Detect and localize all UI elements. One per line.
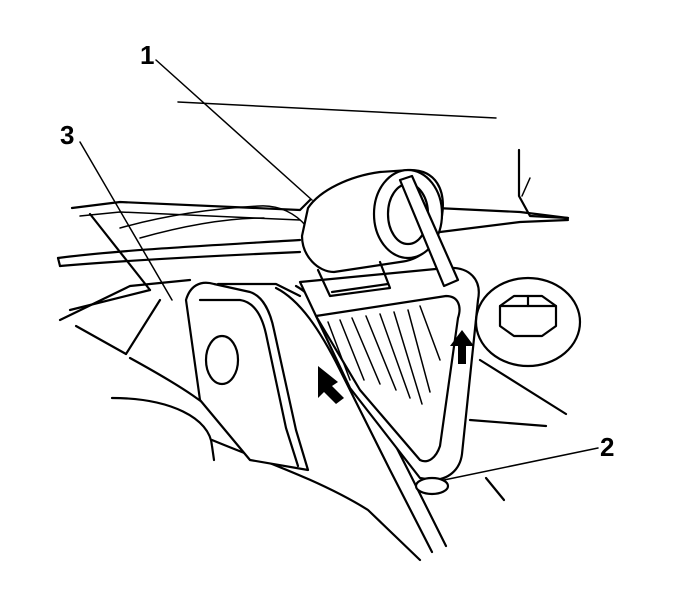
direction-arrow-icon bbox=[318, 366, 344, 404]
direction-arrow-icon bbox=[450, 330, 474, 364]
leader-line-1 bbox=[155, 59, 313, 201]
retaining-clip bbox=[298, 266, 480, 496]
clip-foot bbox=[414, 476, 450, 496]
callout-label-3: 3 bbox=[60, 120, 75, 150]
callout-label-2: 2 bbox=[600, 432, 615, 462]
mounting-bracket bbox=[184, 281, 310, 472]
callout-label-1: 1 bbox=[140, 40, 155, 70]
leader-line-2 bbox=[443, 447, 599, 481]
vehicle-body-panel bbox=[58, 278, 422, 562]
bracket-hole bbox=[204, 334, 240, 386]
lower-right-panel bbox=[468, 358, 568, 502]
wiring-harness bbox=[56, 205, 307, 268]
leader-line-3 bbox=[79, 141, 173, 301]
mounting-bolt bbox=[474, 276, 582, 368]
electrical-connector bbox=[300, 168, 460, 298]
leader-lines bbox=[79, 59, 599, 481]
